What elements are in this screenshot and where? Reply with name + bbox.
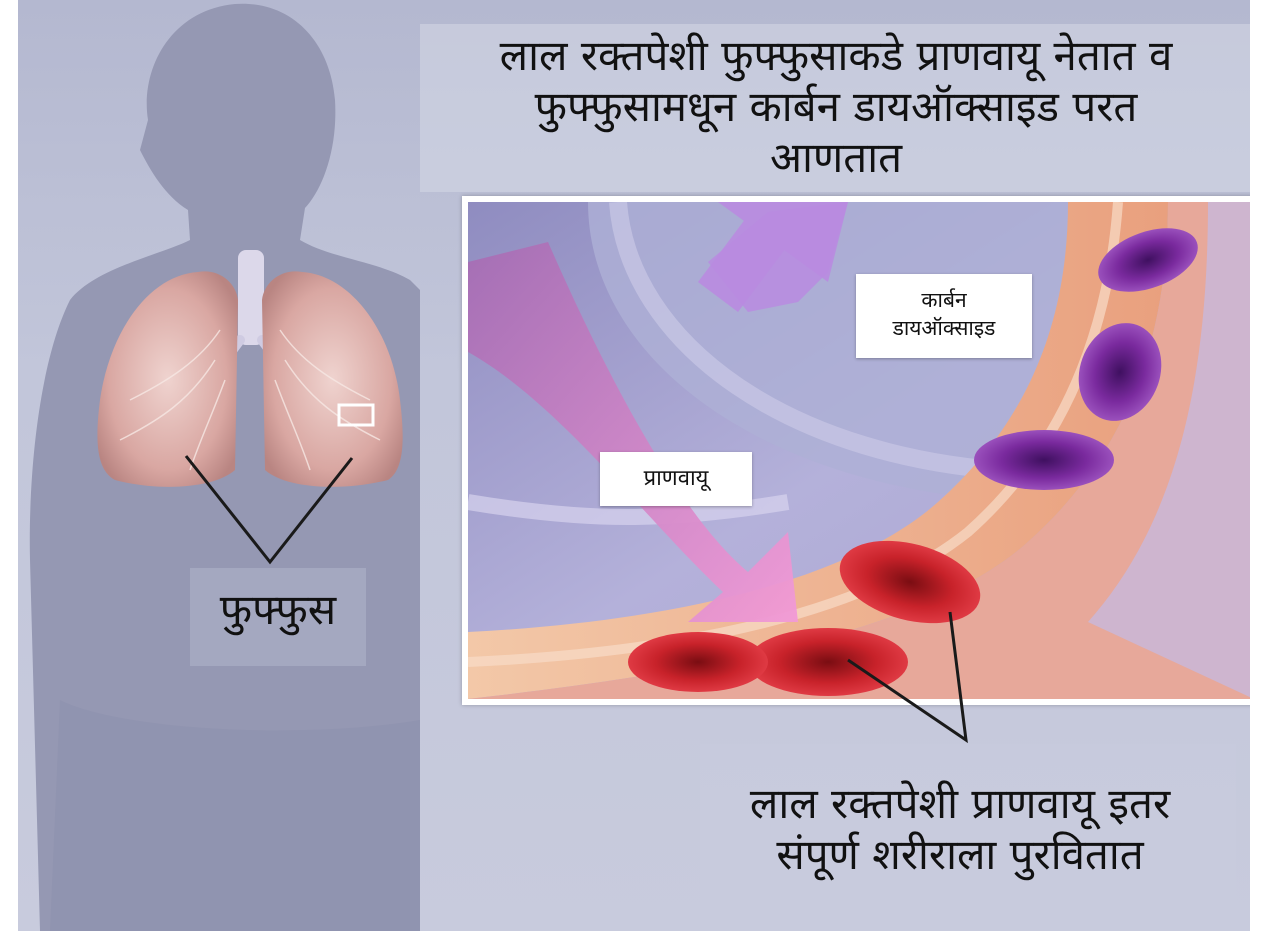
trachea (238, 250, 264, 345)
caption-line-2: संपूर्ण शरीराला पुरवितात (680, 829, 1240, 880)
lungs-label: फुफ्फुस (190, 580, 366, 637)
co2-label: कार्बन डायऑक्साइड (856, 274, 1032, 358)
title-line-2: फुफ्फुसामधून कार्बन डायऑक्साइड परत (420, 81, 1252, 132)
rbc-deoxygenated (974, 430, 1114, 490)
caption-line-1: लाल रक्तपेशी प्राणवायू इतर (680, 778, 1240, 829)
alveolus-zoom-panel (462, 196, 1260, 705)
co2-label-line-2: डायऑक्साइड (856, 314, 1032, 342)
bottom-caption: लाल रक्तपेशी प्राणवायू इतर संपूर्ण शरीरा… (680, 778, 1240, 880)
frame-edge-right (1250, 0, 1264, 931)
rbc-oxygenated (748, 628, 908, 696)
rbc-oxygenated (628, 632, 768, 692)
frame-edge-left (0, 0, 18, 931)
oxygen-label: प्राणवायू (600, 452, 752, 506)
co2-label-line-1: कार्बन (856, 286, 1032, 314)
title-line-1: लाल रक्तपेशी फुफ्फुसाकडे प्राणवायू नेतात… (420, 30, 1252, 81)
title-line-3: आणतात (420, 132, 1252, 183)
diagram-title: लाल रक्तपेशी फुफ्फुसाकडे प्राणवायू नेतात… (420, 30, 1252, 183)
